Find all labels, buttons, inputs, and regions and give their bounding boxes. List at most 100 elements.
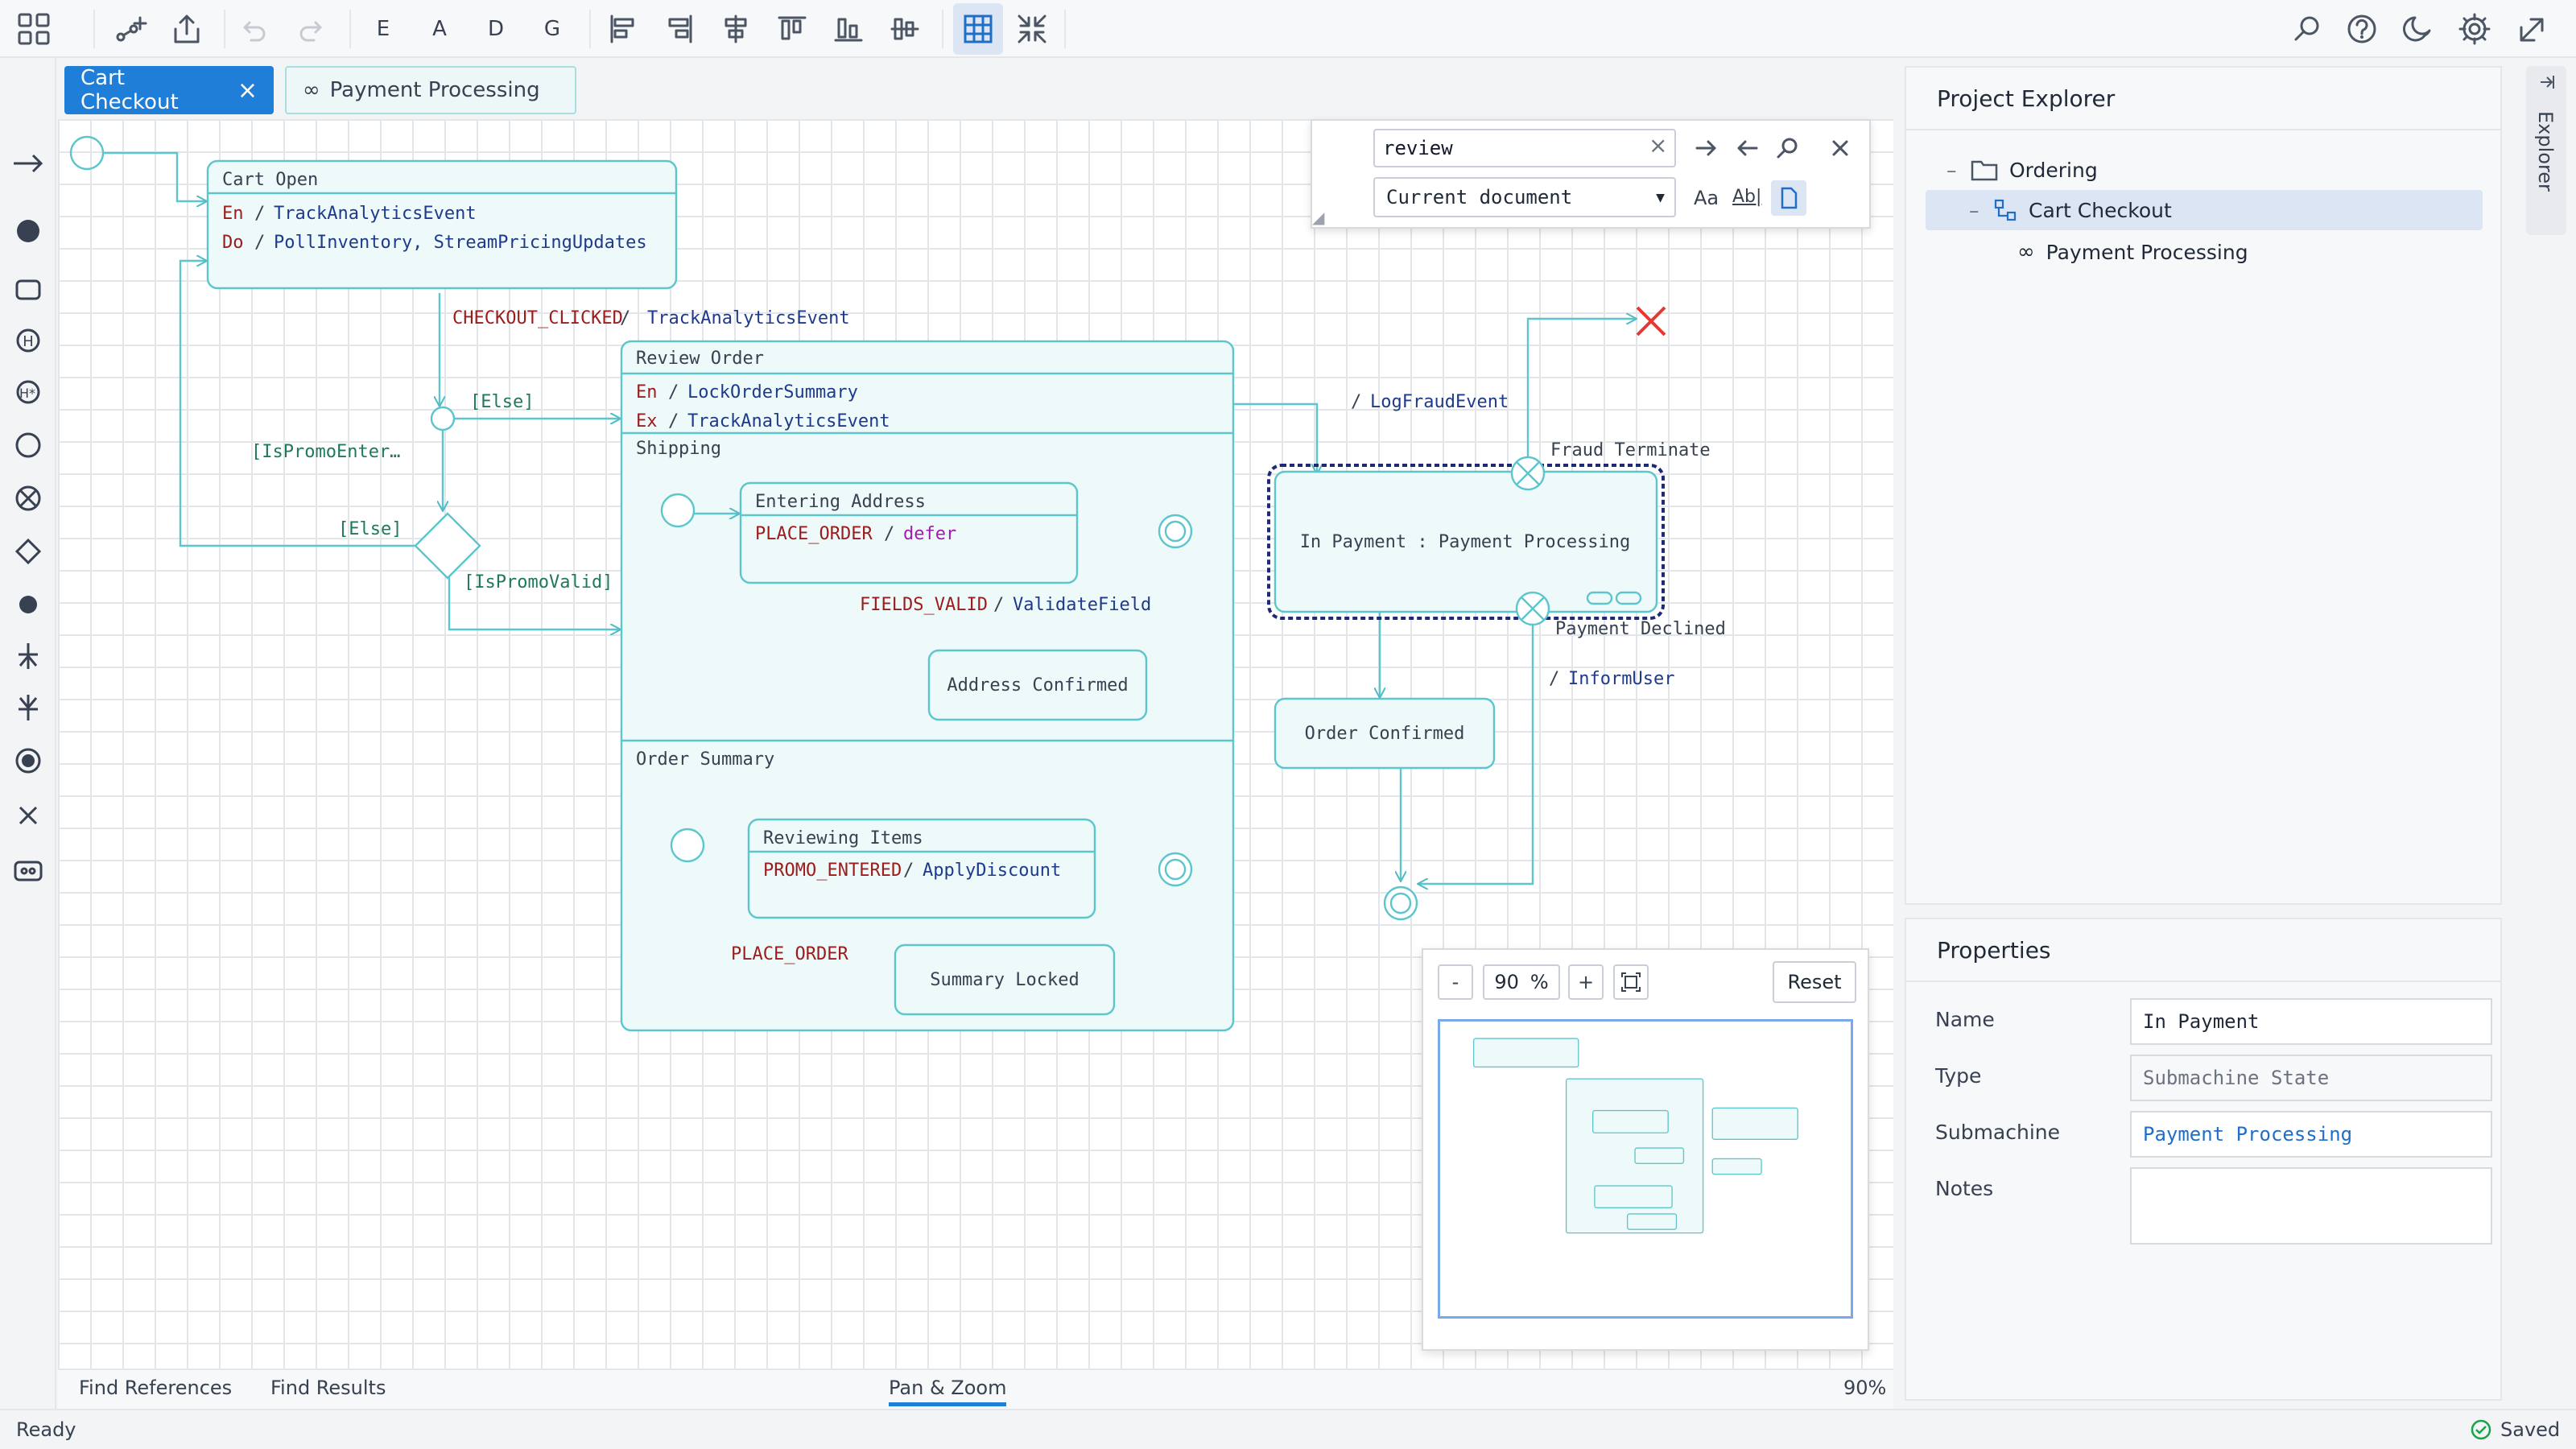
terminate-node[interactable] [1636,306,1666,336]
expand-icon[interactable] [2510,6,2555,52]
state-summary-locked[interactable] [894,943,1116,1016]
export-icon[interactable] [164,6,209,52]
svg-text:/: / [884,524,894,544]
transition-declined[interactable] [1418,609,1534,884]
whole-word-button[interactable]: Ab| [1732,187,1762,207]
align-right-icon[interactable] [657,6,702,52]
state-in-payment[interactable] [1274,470,1658,613]
explorer-side-tab[interactable]: Explorer [2526,66,2566,235]
zoom-out-button[interactable]: - [1438,964,1473,1000]
tab-close-icon[interactable]: × [237,76,258,105]
zoom-level-field[interactable]: 90 % [1483,964,1560,1000]
pan-zoom-tab[interactable]: Pan & Zoom [889,1377,1007,1406]
tab-payment-processing[interactable]: ∞ Payment Processing [285,66,576,114]
align-top-icon[interactable] [770,6,815,52]
minimap-viewport[interactable] [1438,1019,1853,1319]
align-center-icon[interactable] [713,6,758,52]
prop-submachine-link[interactable]: Payment Processing [2130,1111,2492,1158]
clear-search-icon[interactable]: × [1649,132,1668,159]
junction-node[interactable] [430,406,456,431]
gear-icon[interactable] [2452,6,2497,52]
element-palette: H H* [0,58,56,1410]
history-tool-icon[interactable]: H [6,319,50,362]
tool-d-button[interactable]: D [487,17,505,41]
summary-initial[interactable] [670,828,705,863]
panel-title: Properties [1937,937,2051,964]
fork-tool-icon[interactable] [6,634,50,678]
transition-initial-cart[interactable] [103,151,206,201]
align-middle-icon[interactable] [882,6,927,52]
collapse-icon[interactable] [1009,6,1055,52]
find-input[interactable] [1373,129,1676,167]
align-bottom-icon[interactable] [826,6,871,52]
find-all-icon[interactable] [1771,132,1803,164]
junction-tool-icon[interactable] [6,583,50,626]
transition-promo-valid[interactable] [448,576,620,630]
prop-notes-field[interactable] [2130,1167,2492,1245]
undo-icon[interactable] [230,6,275,52]
tree-item-ordering[interactable]: – Ordering [1946,150,2098,190]
document-tabs: Cart Checkout × ∞ Payment Processing [58,58,1893,119]
deep-history-tool-icon[interactable]: H* [6,370,50,414]
collapse-toggle[interactable]: – [1946,158,1957,182]
document-scope-icon[interactable] [1771,180,1806,216]
redo-icon[interactable] [290,6,335,52]
review-entry-kw: En [636,382,658,402]
entering-address-defer: defer [903,524,956,544]
tree-item-payment-processing[interactable]: ∞ Payment Processing [1993,232,2248,272]
choice-tool-icon[interactable] [6,530,50,573]
add-connection-icon[interactable] [108,6,153,52]
prop-type-label: Type [1935,1064,1982,1088]
prop-submachine-label: Submachine [1935,1121,2061,1144]
submachine-tool-icon[interactable] [6,848,50,892]
transition-fraud-terminate[interactable] [1526,319,1636,470]
tab-cart-checkout[interactable]: Cart Checkout × [64,66,274,114]
transition-else-cart[interactable] [179,261,419,547]
shipping-initial[interactable] [660,493,696,528]
submachine-icon: ∞ [2017,240,2035,264]
reset-zoom-button[interactable]: Reset [1773,961,1856,1003]
state-order-confirmed[interactable] [1274,697,1496,770]
review-exit-kw: Ex [636,411,658,431]
zoom-in-button[interactable]: + [1568,964,1604,1000]
entry-point-tool-icon[interactable] [6,739,50,782]
exit-point-tool-icon[interactable] [6,794,50,837]
transition-tool-icon[interactable] [6,142,50,185]
state-tool-icon[interactable] [6,267,50,311]
join-tool-icon[interactable] [6,686,50,729]
find-results-tab[interactable]: Find Results [270,1377,386,1399]
tool-a-button[interactable]: A [432,17,447,41]
next-match-icon[interactable] [1690,132,1723,164]
collapse-panel-icon[interactable] [2526,66,2566,98]
search-icon[interactable] [2285,6,2330,52]
prop-name-field[interactable]: In Payment [2130,998,2492,1045]
final-state-tool-icon[interactable] [6,423,50,467]
state-address-confirmed[interactable] [927,649,1148,721]
align-left-icon[interactable] [601,6,646,52]
state-reviewing-items[interactable] [747,818,1096,919]
resize-grip-icon[interactable]: ◢ [1312,208,1325,227]
chevron-down-icon: ▼ [1656,188,1665,206]
find-references-tab[interactable]: Find References [79,1377,233,1399]
choice-node[interactable] [414,512,481,580]
dark-mode-icon[interactable] [2396,6,2441,52]
previous-match-icon[interactable] [1731,132,1763,164]
tree-label: Ordering [2009,158,2098,182]
tool-g-button[interactable]: G [543,17,561,41]
save-status: Saved [2470,1418,2560,1441]
terminate-tool-icon[interactable] [6,477,50,520]
close-icon[interactable] [1824,132,1856,164]
apps-grid-icon[interactable] [11,6,56,52]
match-case-button[interactable]: Aa [1694,187,1719,209]
grid-toggle-icon[interactable] [953,3,1003,55]
tree-item-cart-checkout[interactable]: – Cart Checkout [1926,190,2483,230]
initial-state[interactable] [69,135,105,171]
collapse-toggle[interactable]: – [1969,198,1979,222]
find-scope-select[interactable]: Current document ▼ [1373,177,1676,217]
transition-log-fraud[interactable] [1233,402,1317,473]
tool-e-button[interactable]: E [376,17,390,41]
help-icon[interactable] [2339,6,2384,52]
initial-state-tool-icon[interactable] [6,209,50,253]
fit-view-icon[interactable] [1613,964,1649,1000]
state-entering-address[interactable] [739,481,1079,584]
